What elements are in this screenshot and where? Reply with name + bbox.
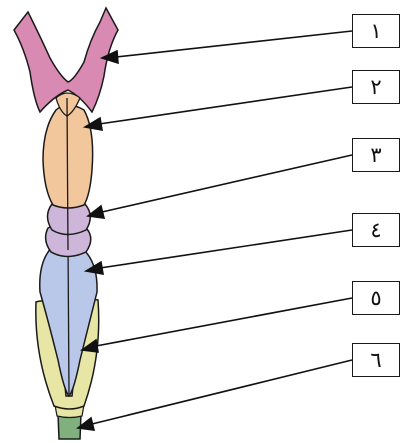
arrow-6-line: [91, 359, 353, 425]
arrow-6-head: [75, 416, 96, 431]
arrow-3-line: [101, 154, 353, 213]
arrow-4-head: [83, 260, 104, 275]
central-vein: [66, 97, 69, 251]
arrow-2-line: [98, 86, 353, 125]
part-1-joint: [55, 92, 81, 117]
part-1-fork: [13, 6, 119, 114]
arrow-1-head: [99, 49, 119, 65]
label-box-5: ٥: [352, 281, 400, 315]
label-box-2: ٢: [352, 70, 400, 104]
label-box-4: ٤: [352, 213, 400, 247]
pointer-arrows: [75, 30, 353, 431]
arrow-5-head: [79, 338, 99, 353]
arrow-1-line: [115, 30, 353, 58]
part-4-midline: [67, 241, 70, 395]
label-box-1: ١: [352, 14, 400, 48]
label-box-6: ٦: [352, 343, 400, 377]
label-5-text: ٥: [370, 286, 382, 310]
label-2-text: ٢: [370, 75, 382, 99]
label-box-3: ٣: [352, 138, 400, 172]
label-1-text: ١: [370, 19, 382, 43]
arrow-3-head: [85, 204, 106, 219]
arrow-4-line: [99, 229, 353, 269]
label-6-text: ٦: [370, 348, 382, 372]
arrow-2-head: [82, 116, 103, 131]
label-4-text: ٤: [370, 218, 382, 242]
label-3-text: ٣: [370, 143, 382, 167]
arrow-5-line: [95, 297, 353, 347]
